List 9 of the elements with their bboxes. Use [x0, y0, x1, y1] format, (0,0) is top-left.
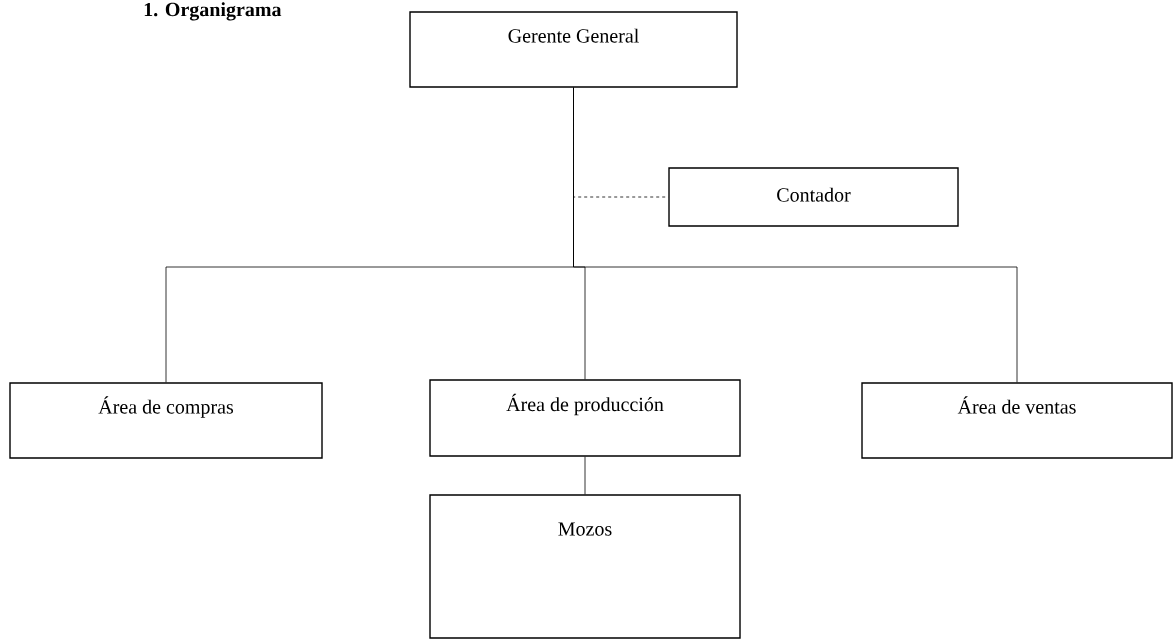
org-box: Contador [668, 167, 959, 227]
org-box: Área de compras [9, 382, 323, 459]
connector-line [584, 456, 586, 495]
org-box: Área de ventas [861, 382, 1173, 459]
org-box: Área de producción [429, 379, 741, 457]
org-box: Mozos [429, 494, 741, 639]
org-box: Gerente General [409, 11, 738, 88]
heading: 1. Organigrama [144, 2, 282, 21]
connector-line [573, 87, 1018, 383]
